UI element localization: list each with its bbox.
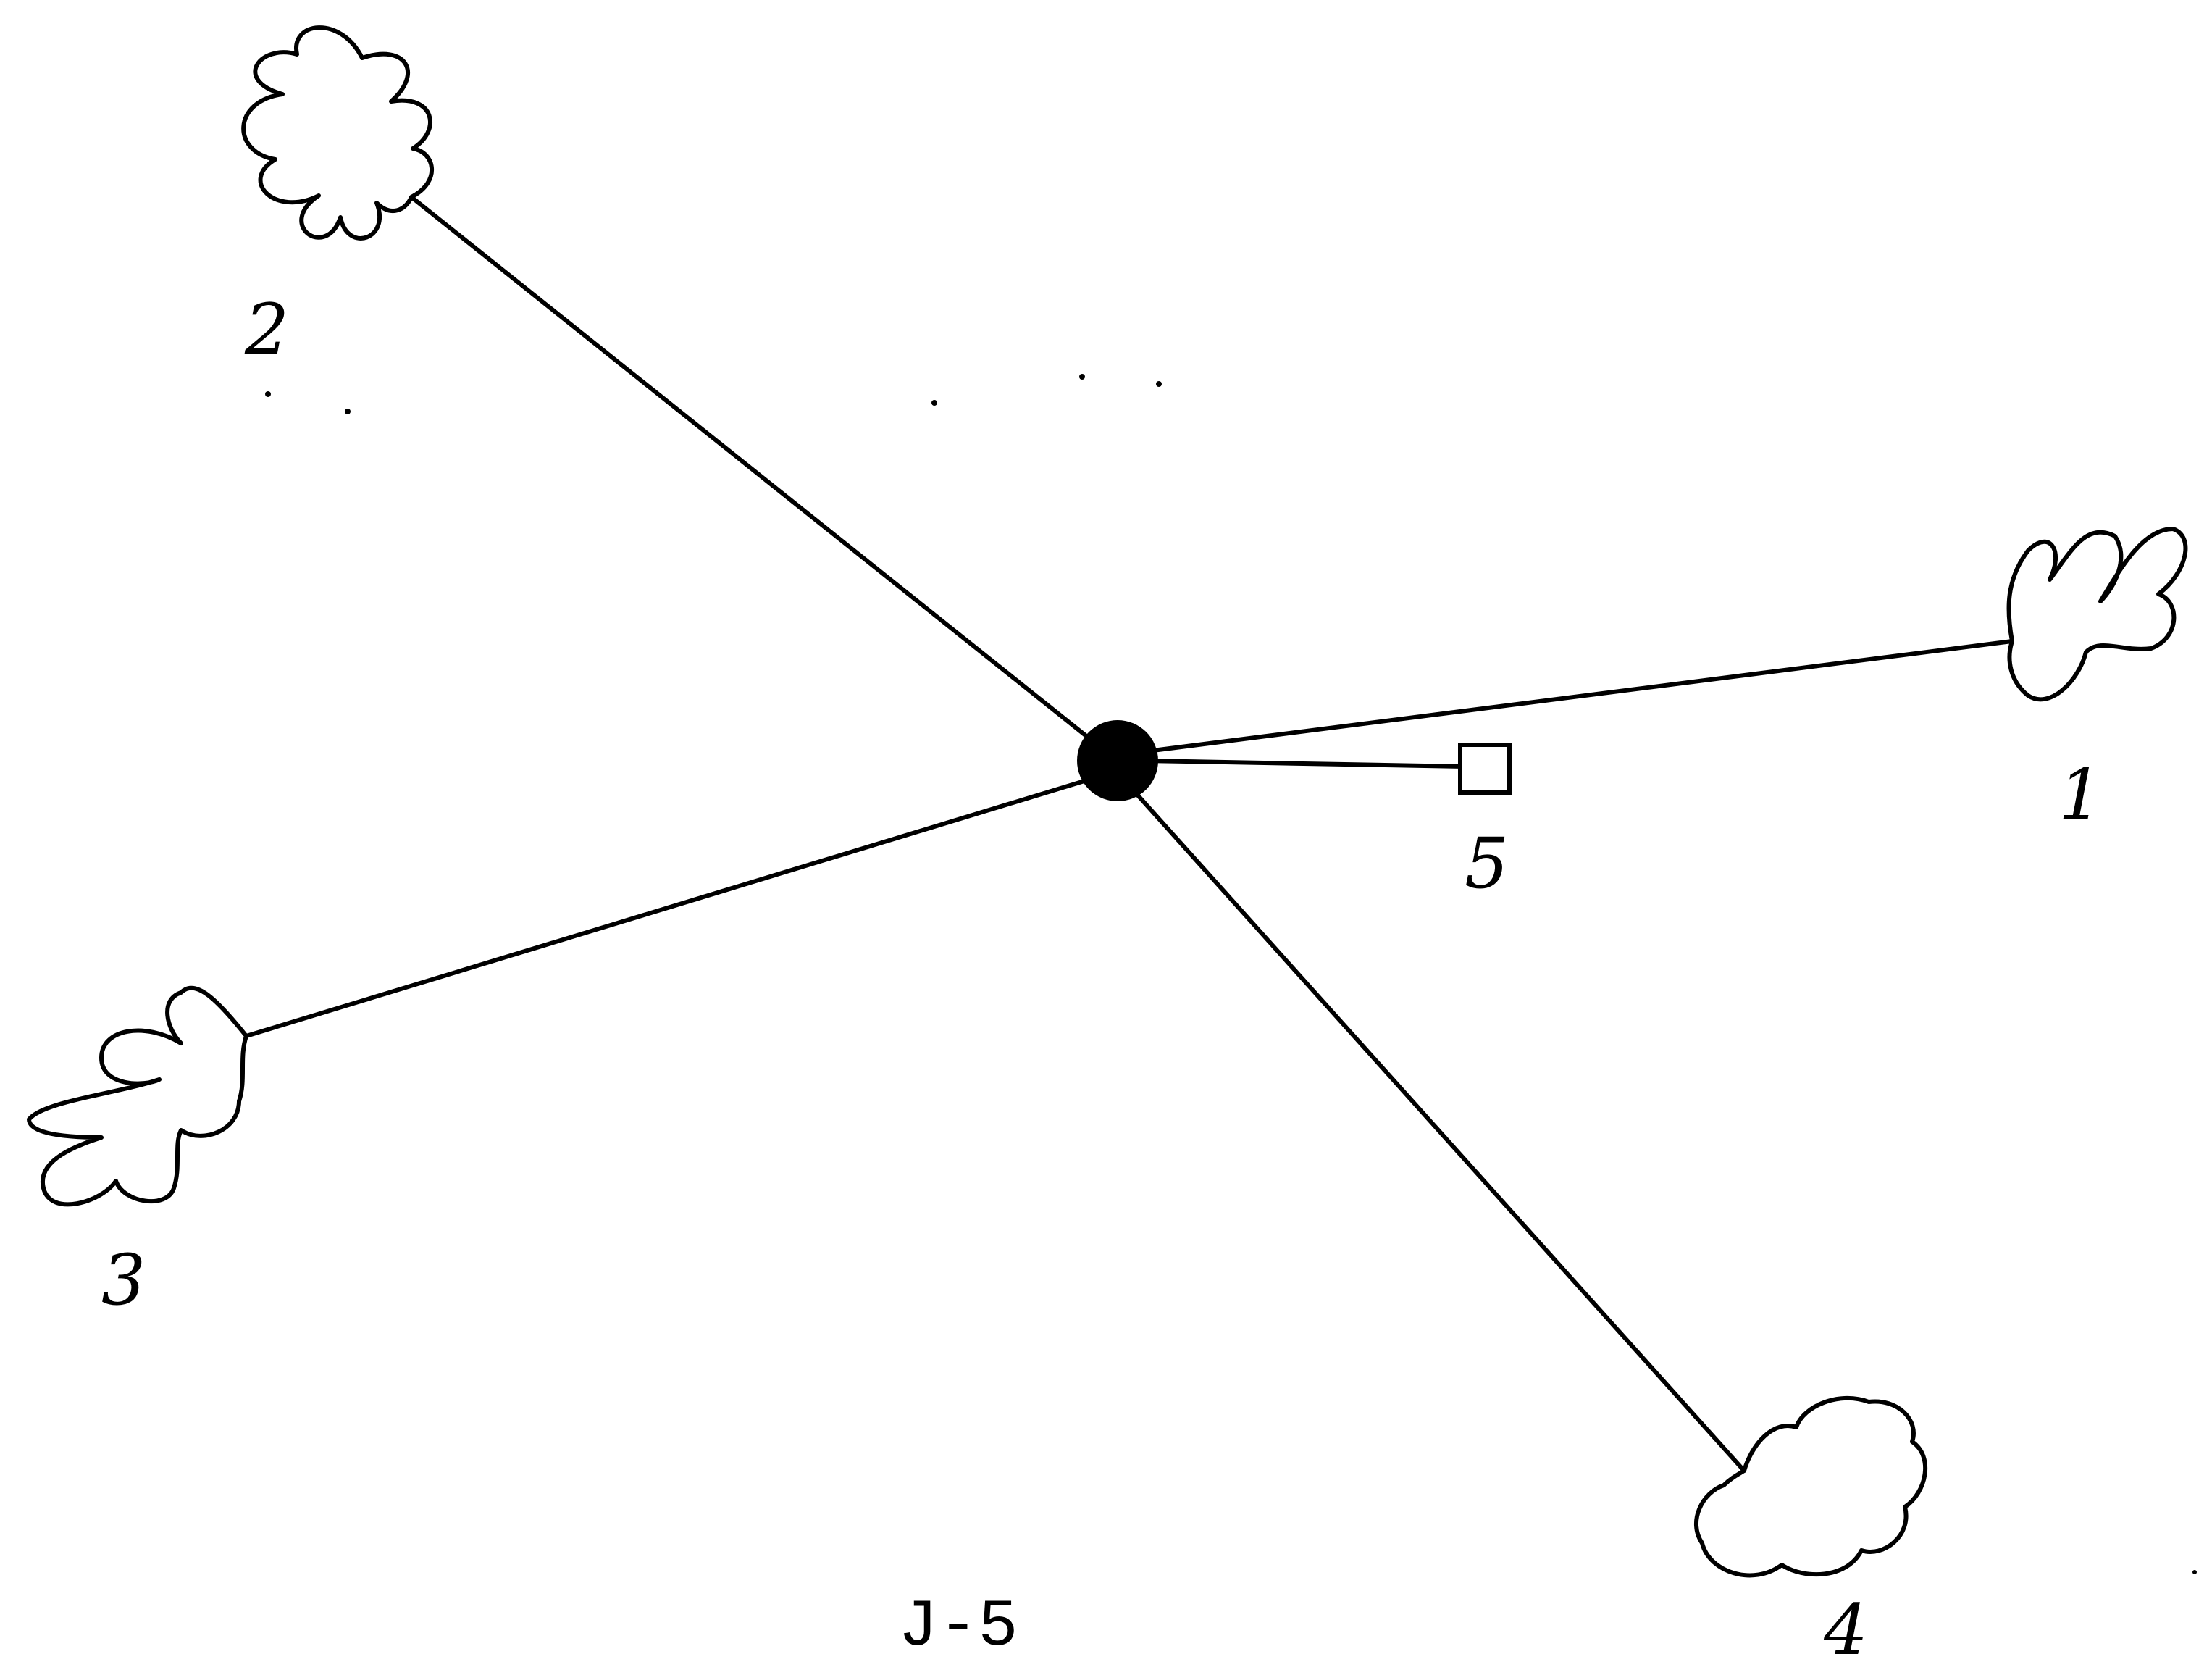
diagram-caption: J-5 xyxy=(898,1589,1018,1654)
node-1-label: 1 xyxy=(2058,754,2103,835)
hub-node xyxy=(1077,720,1158,801)
node-5-square xyxy=(1460,745,1509,793)
edge-hub-to-2 xyxy=(411,197,1115,759)
node-2-blob xyxy=(243,28,432,238)
node-5-label: 5 xyxy=(1465,823,1509,904)
node-3-label: 3 xyxy=(101,1240,146,1321)
edge-hub-to-5 xyxy=(1144,761,1465,767)
node-2-label: 2 xyxy=(244,289,289,370)
node-4-label: 4 xyxy=(1823,1590,1868,1654)
node-3-blob xyxy=(29,988,246,1205)
node-4-blob xyxy=(1696,1398,1925,1576)
edge-hub-to-4 xyxy=(1126,782,1744,1471)
edge-hub-to-1 xyxy=(1130,641,2012,753)
edge-hub-to-3 xyxy=(246,774,1108,1036)
scan-specks xyxy=(265,374,2197,1574)
node-1-blob xyxy=(2008,529,2185,699)
